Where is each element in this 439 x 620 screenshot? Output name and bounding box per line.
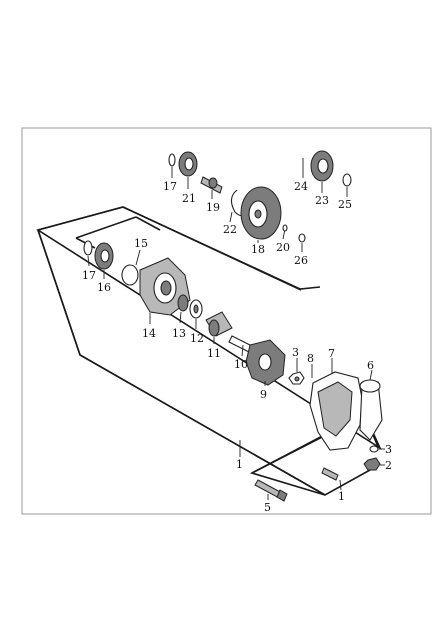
label-1-center: 1 [236,458,243,471]
label-16: 16 [97,281,111,294]
washer-3-right [369,445,385,453]
label-21: 21 [182,192,196,205]
label-15: 15 [134,237,148,250]
washer-26 [298,233,306,252]
bearing-21 [178,151,198,189]
diagram-frame [21,127,432,515]
label-19: 19 [206,201,220,214]
label-10: 10 [234,358,248,371]
label-17-left: 17 [82,269,96,282]
label-9: 9 [260,388,267,401]
bearing-23 [310,150,334,193]
label-26: 26 [294,254,308,267]
label-8: 8 [307,352,314,365]
bolt-1 [321,467,342,491]
label-3-right: 3 [385,443,392,456]
label-12: 12 [190,332,204,345]
label-20: 20 [276,241,290,254]
label-13: 13 [172,327,186,340]
pump-body-14 [139,257,191,324]
gear-18 [240,186,282,243]
label-23: 23 [315,194,329,207]
o-ring-6 [359,369,383,441]
label-2: 2 [385,459,392,472]
nut-2 [363,457,385,471]
pin-20 [282,224,288,240]
label-17-top: 17 [163,180,177,193]
label-14: 14 [142,327,156,340]
label-3-top: 3 [292,346,299,359]
bolt-5 [254,479,288,502]
seal-12 [189,299,203,329]
oil-seal-17-top [168,153,176,178]
label-22: 22 [223,223,237,236]
seal-13 [177,294,189,324]
bearing-16 [94,242,114,279]
label-24: 24 [294,180,308,193]
label-1-right: 1 [338,490,345,503]
label-11: 11 [207,347,221,360]
label-5: 5 [264,501,271,514]
pump-cover-7 [309,358,363,451]
nut-3-top [288,358,305,385]
oil-seal-17-left [83,240,93,267]
label-18: 18 [251,243,265,256]
label-7: 7 [328,347,335,360]
label-25: 25 [338,198,352,211]
o-ring-15 [121,249,141,286]
shaft-19 [200,176,223,199]
impeller-9 [245,339,286,386]
label-6: 6 [367,359,374,372]
circlip-25 [342,173,352,197]
seal-11 [205,311,233,344]
